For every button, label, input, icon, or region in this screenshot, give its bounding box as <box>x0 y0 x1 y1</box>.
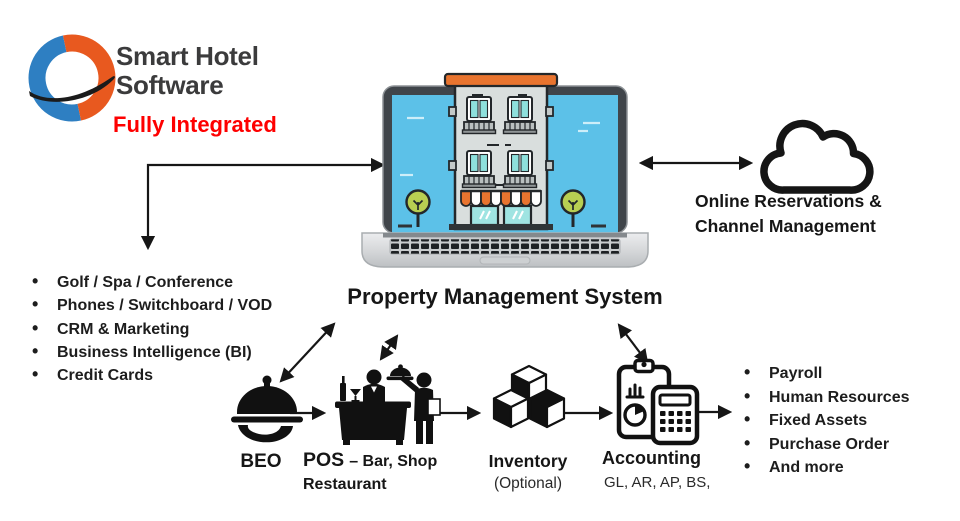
accounting-label: Accounting <box>602 448 701 468</box>
tree-left <box>405 189 431 227</box>
arrow-beo-to-pms <box>279 322 336 383</box>
list-item: Business Intelligence (BI) <box>30 340 272 364</box>
list-item: Golf / Spa / Conference <box>30 270 272 294</box>
inventory-label: Inventory <box>488 451 568 471</box>
laptop-hotel-illustration <box>361 72 649 268</box>
cloud-label-line1: Online Reservations & <box>695 191 882 211</box>
hotel-building <box>405 72 586 231</box>
pos-label-main: POS <box>303 449 345 471</box>
right-modules-list: Payroll Human Resources Fixed Assets Pur… <box>742 361 910 480</box>
arrow-pos-to-pms <box>379 334 399 361</box>
brand-name: Smart Hotel Software <box>116 42 259 100</box>
cloche-hand-icon <box>231 375 303 443</box>
bartender-waiter-icon <box>335 364 441 445</box>
list-item: Fixed Assets <box>742 408 910 433</box>
list-item: CRM & Marketing <box>30 317 272 341</box>
list-item: Payroll <box>742 361 910 386</box>
pos-label-line2: Restaurant <box>303 476 387 493</box>
inventory-note: (Optional) <box>493 475 563 492</box>
brand-name-line1: Smart Hotel <box>116 41 259 71</box>
smart-hotel-logo-icon <box>28 34 116 122</box>
list-item: Purchase Order <box>742 432 910 457</box>
laptop-trackpad <box>479 256 531 265</box>
cloud-icon <box>760 119 874 194</box>
clipboard-calculator-icon <box>616 358 700 446</box>
awning <box>460 189 542 207</box>
brand-name-line2: Software <box>116 70 224 100</box>
left-modules-list: Golf / Spa / Conference Phones / Switchb… <box>30 270 272 387</box>
accounting-note: GL, AR, AP, BS, <box>604 474 711 491</box>
list-item: Credit Cards <box>30 363 272 387</box>
pos-label: POS– Bar, Shop <box>303 449 437 472</box>
arrow-laptop-to-left-modules <box>140 157 386 251</box>
cloud-label: Online Reservations & Channel Management <box>695 189 882 239</box>
pos-label-detail: – Bar, Shop <box>349 453 438 470</box>
pms-label: Property Management System <box>347 284 663 309</box>
list-item: Phones / Switchboard / VOD <box>30 293 272 317</box>
list-item: And more <box>742 455 910 480</box>
tree-right <box>560 189 586 227</box>
list-item: Human Resources <box>742 385 910 410</box>
tagline: Fully Integrated <box>113 112 277 137</box>
boxes-icon <box>492 364 566 429</box>
cloud-label-line2: Channel Management <box>695 216 876 236</box>
beo-label: BEO <box>240 451 282 472</box>
laptop-keyboard <box>389 238 621 255</box>
